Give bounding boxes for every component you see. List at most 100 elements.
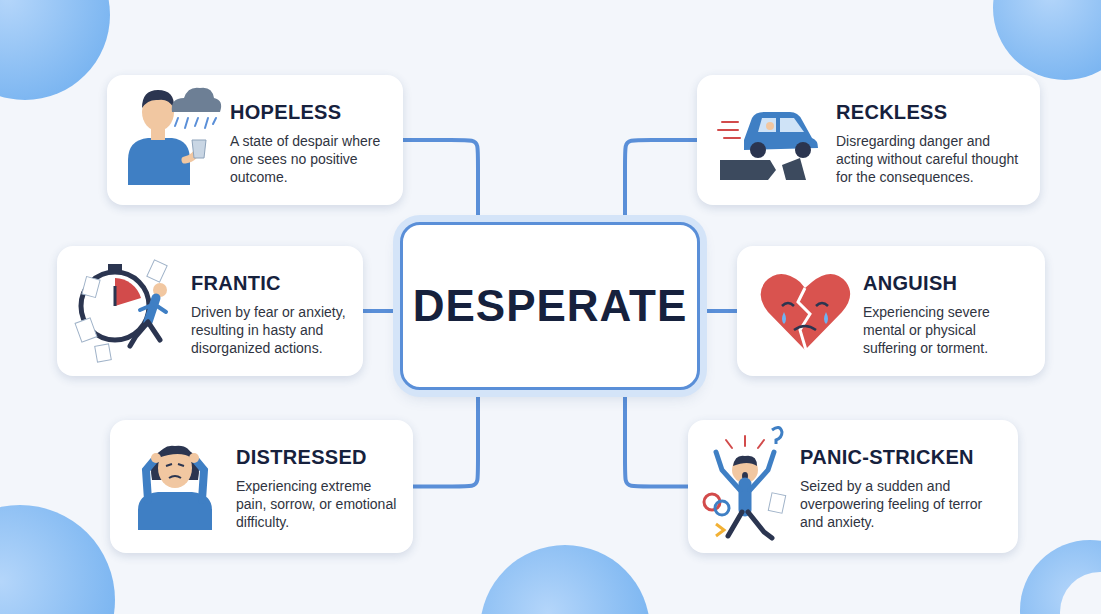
panic-icon-part (728, 512, 772, 538)
panic-icon-part (732, 457, 758, 483)
anguish-icon-part (794, 326, 816, 330)
anguish-icon-part (824, 312, 828, 324)
anguish-icon-part (782, 312, 786, 324)
node-heading: PANIC-STRICKEN (800, 446, 1002, 469)
icon-part-part-part (175, 118, 178, 126)
distressed-icon-part (166, 464, 184, 466)
reckless-icon-part (720, 160, 776, 180)
central-box: DESPERATE (400, 222, 700, 390)
hopeless-icon-part (172, 88, 221, 112)
distressed-icon-part (146, 458, 156, 500)
corner-circles-part (480, 545, 650, 614)
distressed-icon-part (158, 448, 192, 488)
panic-icon-part (733, 456, 757, 466)
distressed-icon-part (158, 446, 192, 458)
distressed-card: DISTRESSED Experiencing extreme pain, sor… (110, 420, 413, 553)
panic-icon-part (772, 427, 782, 444)
connector-line (625, 390, 688, 487)
anguish-icon-part (782, 303, 828, 306)
connector-line (700, 309, 737, 313)
icon-part-part-part (95, 344, 112, 362)
connector-line (403, 140, 478, 222)
panic-icon-part (716, 452, 774, 490)
reckless-icon-part (782, 158, 806, 180)
node-description: Experiencing extreme pain, sorrow, or em… (236, 477, 397, 532)
corner-circles-part (0, 0, 110, 100)
reckless-card: RECKLESS Disregarding danger and acting w… (697, 75, 1040, 205)
icon-part-part-part (213, 118, 216, 124)
hopeless-icon-part (142, 93, 174, 131)
frantic-icon-part (115, 278, 141, 306)
icon-part-part-part (75, 318, 97, 342)
hopeless-icon-part (185, 148, 198, 160)
node-description: Driven by fear or anxiety, resulting in … (191, 303, 347, 358)
corner-circles-part (1020, 540, 1101, 614)
frantic-icon-part (140, 304, 166, 312)
frantic-icon-part (153, 283, 167, 297)
frantic-icon-part (108, 264, 122, 272)
anguish-card: ANGUISH Experiencing severe mental or phy… (737, 246, 1045, 376)
node-heading: HOPELESS (230, 101, 387, 124)
panic-card: PANIC-STRICKEN Seized by a sudden and ove… (688, 420, 1018, 553)
reckless-icon-part (795, 142, 811, 158)
panic-icon-part (704, 494, 720, 510)
reckless-icon (718, 112, 818, 180)
panic-icon-part (716, 524, 724, 536)
distressed-icon-part (138, 492, 212, 530)
reckless-icon-part (766, 122, 774, 130)
frantic-icon (75, 260, 167, 362)
panic-icon-part (715, 501, 729, 515)
icon-part-part-part (744, 436, 746, 446)
distressed-icon-part (151, 446, 199, 480)
connector-line (363, 309, 400, 313)
anguish-icon (761, 274, 851, 350)
hopeless-icon-part (128, 138, 190, 185)
distressed-icon-part (194, 458, 204, 500)
corner-circles-part (1060, 572, 1101, 614)
reckless-icon-part (750, 142, 766, 158)
node-description: Disregarding danger and acting without c… (836, 132, 1024, 187)
node-description: Seized by a sudden and overpowering feel… (800, 477, 1002, 532)
hopeless-icon-part (192, 140, 206, 158)
frantic-icon-part (130, 322, 160, 346)
icon-part-part-part (82, 276, 100, 297)
node-description: A state of despair where one sees no pos… (230, 132, 387, 187)
distressed-icon-part (189, 453, 199, 463)
node-heading: RECKLESS (836, 101, 1024, 124)
corner-circles-part (0, 505, 115, 614)
icon-part-part-part (718, 129, 738, 131)
icon-part-part (75, 260, 167, 362)
distressed-icon (138, 446, 212, 530)
node-heading: DISTRESSED (236, 446, 397, 469)
panic-icon-part (742, 472, 748, 480)
panic-icon-part (739, 484, 752, 510)
distressed-icon-part (169, 476, 181, 478)
panic-icon (704, 427, 786, 538)
anguish-icon-part (798, 288, 810, 350)
icon-part-part-part (724, 137, 740, 139)
hopeless-icon (128, 88, 221, 185)
frantic-icon-part (148, 298, 156, 322)
anguish-icon-part (761, 274, 851, 350)
reckless-icon-part (758, 118, 776, 132)
icon-part-part-part (722, 121, 738, 123)
node-description: Experiencing severe mental or physical s… (863, 303, 1029, 358)
hopeless-icon-part (142, 90, 174, 108)
icon-part-part-part (205, 118, 208, 128)
icon-part-part-part (758, 440, 764, 448)
reckless-icon-part (780, 118, 804, 132)
icon-part-part-part (726, 440, 732, 448)
icon-part-part-part (195, 118, 198, 126)
frantic-card: FRANTIC Driven by fear or anxiety, result… (57, 246, 363, 376)
distressed-icon-part (151, 453, 161, 463)
node-heading: ANGUISH (863, 272, 1029, 295)
node-heading: DESPERATE (413, 281, 688, 331)
icon-part-part-part (185, 118, 188, 128)
frantic-icon-part (81, 272, 149, 340)
connector-line (413, 390, 478, 487)
icon-part-part (175, 118, 216, 128)
hopeless-icon-part (151, 126, 165, 140)
node-heading: FRANTIC (191, 272, 347, 295)
hopeless-card: HOPELESS A state of despair where one see… (107, 75, 403, 205)
